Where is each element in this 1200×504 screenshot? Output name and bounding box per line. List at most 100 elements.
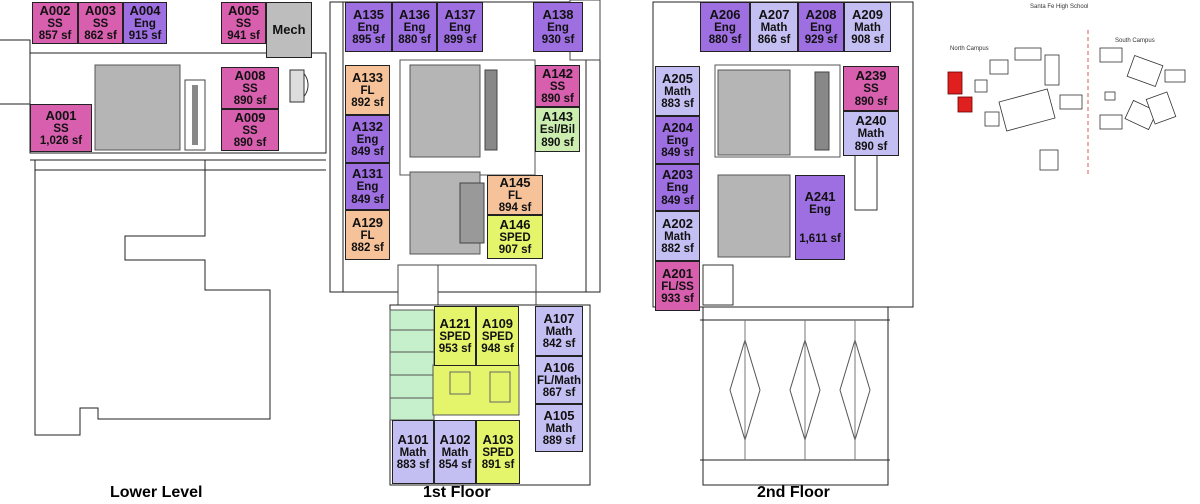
room-id: A105 [543, 407, 575, 423]
room-subject: Eng [356, 181, 379, 194]
room-area: 892 sf [351, 97, 384, 110]
room-area: 880 sf [708, 34, 742, 47]
room-a001[interactable]: A001 SS 1,026 sf [30, 104, 92, 152]
room-mech[interactable]: Mech [266, 2, 312, 58]
room-area: 929 sf [804, 34, 838, 47]
room-a121[interactable]: A121 SPED 953 sf [434, 306, 476, 366]
room-a205[interactable]: A205 Math 883 sf [655, 66, 700, 116]
lower-core [94, 64, 181, 151]
room-a101[interactable]: A101 Math 883 sf [392, 420, 434, 484]
room-a206[interactable]: A206 Eng 880 sf [700, 2, 750, 52]
room-area: 908 sf [851, 34, 884, 47]
room-a208[interactable]: A208 Eng 929 sf [798, 2, 844, 52]
room-subject: SS [235, 17, 252, 30]
room-a103[interactable]: A103 SPED 891 sf [476, 420, 520, 484]
room-subject: Math [545, 325, 573, 338]
room-a129[interactable]: A129 FL 882 sf [345, 210, 390, 260]
room-id: A005 [227, 2, 260, 18]
room-a005[interactable]: A005 SS 941 sf [221, 2, 266, 44]
room-a136[interactable]: A136 Eng 880 sf [392, 2, 437, 52]
room-a109[interactable]: A109 SPED 948 sf [476, 306, 519, 366]
second-core-top [717, 69, 791, 156]
room-id: A240 [855, 113, 887, 129]
room-id: A002 [39, 2, 71, 18]
room-area: 842 sf [542, 338, 576, 351]
room-a131[interactable]: A131 Eng 849 sf [345, 163, 390, 210]
room-a145[interactable]: A145 FL 894 sf [487, 175, 543, 215]
room-id: A137 [444, 6, 476, 22]
first-green-zone [389, 309, 435, 421]
room-a002[interactable]: A002 SS 857 sf [32, 2, 78, 44]
room-subject: FL [360, 229, 375, 242]
room-area: 849 sf [351, 193, 384, 206]
room-id: A003 [84, 2, 117, 18]
room-a138[interactable]: A138 Eng 930 sf [533, 2, 583, 52]
room-area: 890 sf [233, 95, 267, 108]
room-area: 933 sf [661, 293, 694, 306]
room-area: 854 sf [438, 459, 472, 472]
room-a003[interactable]: A003 SS 862 sf [78, 2, 123, 44]
room-a202[interactable]: A202 Math 882 sf [655, 211, 700, 261]
room-id: A131 [351, 166, 384, 182]
room-subject: SS [549, 80, 566, 93]
room-id: A241 [804, 189, 836, 205]
room-a004[interactable]: A004 Eng 915 sf [123, 2, 167, 44]
room-area: 899 sf [443, 34, 477, 47]
room-id: A129 [351, 214, 384, 230]
room-a204[interactable]: A204 Eng 849 sf [655, 116, 700, 164]
floor-title-lower: Lower Level [110, 484, 203, 501]
room-id: A107 [543, 310, 575, 326]
room-a132[interactable]: A132 Eng 849 sf [345, 115, 390, 163]
room-area: 889 sf [542, 435, 576, 448]
room-id: A136 [398, 6, 431, 22]
room-id: A209 [851, 6, 884, 22]
room-area: 849 sf [351, 146, 384, 159]
room-subject: Eng [403, 21, 426, 34]
room-a142[interactable]: A142 SS 890 sf [535, 65, 580, 107]
room-area: 894 sf [498, 202, 532, 215]
room-id: A133 [351, 69, 384, 85]
room-subject: SS [242, 82, 258, 95]
room-id: A204 [661, 119, 694, 135]
room-a135[interactable]: A135 Eng 895 sf [345, 2, 392, 52]
room-subject: FL/Math [536, 374, 582, 387]
room-a239[interactable]: A239 SS 890 sf [843, 66, 899, 111]
room-area: 915 sf [128, 30, 162, 43]
room-subject: SS [242, 124, 258, 137]
room-id: A207 [758, 6, 790, 22]
room-a107[interactable]: A107 Math 842 sf [535, 306, 583, 356]
room-id: A101 [397, 431, 429, 447]
room-area: 882 sf [351, 242, 384, 255]
room-id: A138 [542, 6, 574, 22]
room-a009[interactable]: A009 SS 890 sf [221, 109, 279, 151]
room-a137[interactable]: A137 Eng 899 sf [437, 2, 483, 52]
room-a143[interactable]: A143 Esl/Bil 890 sf [535, 107, 580, 152]
room-a203[interactable]: A203 Eng 849 sf [655, 164, 700, 211]
room-area: 941 sf [227, 30, 260, 43]
room-a133[interactable]: A133 FL 892 sf [345, 65, 390, 115]
room-a146[interactable]: A146 SPED 907 sf [487, 215, 543, 259]
room-subject: Eng [449, 21, 471, 34]
room-subject: Eng [666, 134, 689, 147]
room-a209[interactable]: A209 Math 908 sf [844, 2, 891, 52]
room-id: A008 [234, 67, 266, 83]
room-area: 857 sf [38, 30, 72, 43]
room-a102[interactable]: A102 Math 854 sf [434, 420, 476, 484]
room-subject: SS [92, 17, 109, 30]
room-a201[interactable]: A201 FL/SS 933 sf [655, 261, 700, 311]
room-id: A009 [234, 109, 266, 125]
room-area: 891 sf [481, 459, 515, 472]
room-area: 890 sf [233, 137, 267, 150]
room-subject: Math [854, 21, 881, 34]
room-a241[interactable]: A241 Eng 1,611 sf [795, 175, 845, 260]
room-subject: Math [857, 128, 885, 141]
room-subject: Eng [810, 21, 832, 34]
room-a240[interactable]: A240 Math 890 sf [843, 111, 899, 156]
room-a106[interactable]: A106 FL/Math 867 sf [535, 356, 583, 404]
room-a105[interactable]: A105 Math 889 sf [535, 404, 583, 452]
room-area: 1,026 sf [39, 135, 83, 148]
south-campus-label: South Campus [1115, 38, 1155, 44]
room-area: 907 sf [498, 244, 532, 257]
room-a008[interactable]: A008 SS 890 sf [221, 67, 279, 109]
room-a207[interactable]: A207 Math 866 sf [750, 2, 798, 52]
